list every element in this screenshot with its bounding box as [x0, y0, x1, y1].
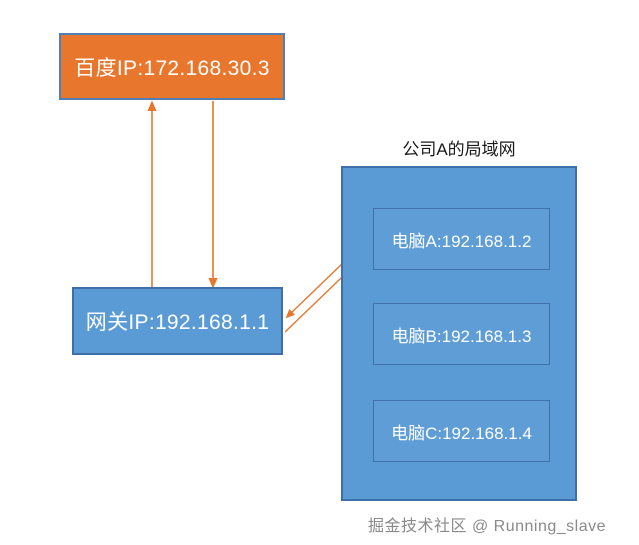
node-baidu-label: 百度IP:172.168.30.3 — [74, 56, 270, 80]
host-c-label: 电脑C:192.168.1.4 — [391, 423, 532, 443]
host-b-label: 电脑B:192.168.1.3 — [391, 326, 532, 346]
node-gateway[interactable]: 网关IP:192.168.1.1 — [72, 287, 283, 355]
host-box-computer-b[interactable]: 电脑B:192.168.1.3 — [373, 303, 550, 365]
host-a-label: 电脑A:192.168.1.2 — [391, 231, 532, 251]
lan-title: 公司A的局域网 — [402, 140, 516, 159]
lan-container[interactable]: 电脑A:192.168.1.2 电脑B:192.168.1.3 电脑C:192.… — [341, 166, 577, 501]
node-gateway-label: 网关IP:192.168.1.1 — [85, 311, 270, 334]
host-box-computer-a[interactable]: 电脑A:192.168.1.2 — [373, 208, 550, 270]
node-baidu-server[interactable]: 百度IP:172.168.30.3 — [59, 33, 285, 100]
watermark-text: 掘金技术社区 @ Running_slave — [368, 518, 606, 535]
host-box-computer-c[interactable]: 电脑C:192.168.1.4 — [373, 400, 550, 462]
